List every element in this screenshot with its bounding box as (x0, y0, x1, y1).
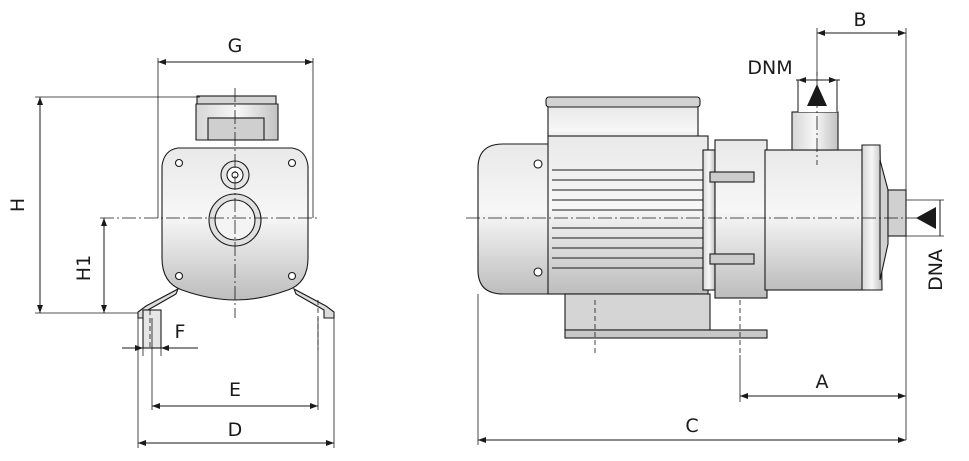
dim-label-b: B (853, 9, 866, 31)
inlet-flow-arrow-icon (916, 207, 936, 229)
motor-fan-cover (477, 143, 553, 295)
bolt-icon (287, 158, 297, 168)
bolt-icon (174, 158, 184, 168)
terminal-box-lid (545, 96, 701, 108)
dim-label-d: D (228, 419, 243, 441)
dim-label-e: E (229, 379, 241, 401)
inlet-stub (887, 189, 907, 237)
bolt-icon (533, 267, 543, 277)
dim-label-h1: H1 (73, 255, 95, 281)
dim-label-h: H (7, 198, 29, 212)
motor-body (547, 135, 709, 295)
front-view: G H H1 F E D (7, 35, 335, 448)
bolt-icon (174, 271, 184, 281)
inlet-flange (861, 144, 883, 291)
dim-label-f: F (175, 321, 186, 343)
motor-base (564, 293, 711, 331)
motor-cooling-fins (552, 169, 706, 269)
side-view: DNM DNA B A C (466, 9, 947, 445)
motor-flange (702, 149, 716, 291)
dim-label-g: G (228, 35, 243, 57)
side-pump-casing (764, 149, 866, 291)
bolt-icon (287, 271, 297, 281)
dim-label-c: C (685, 415, 698, 437)
dim-label-dnm: DNM (747, 57, 792, 79)
dim-label-a: A (816, 371, 829, 393)
bolt-icon (533, 159, 543, 169)
front-foot-right (292, 287, 335, 319)
outlet-flow-arrow-icon (807, 84, 827, 106)
front-outlet-flange (196, 95, 277, 105)
dim-label-dna: DNA (925, 249, 947, 291)
outlet-neck (791, 111, 839, 151)
